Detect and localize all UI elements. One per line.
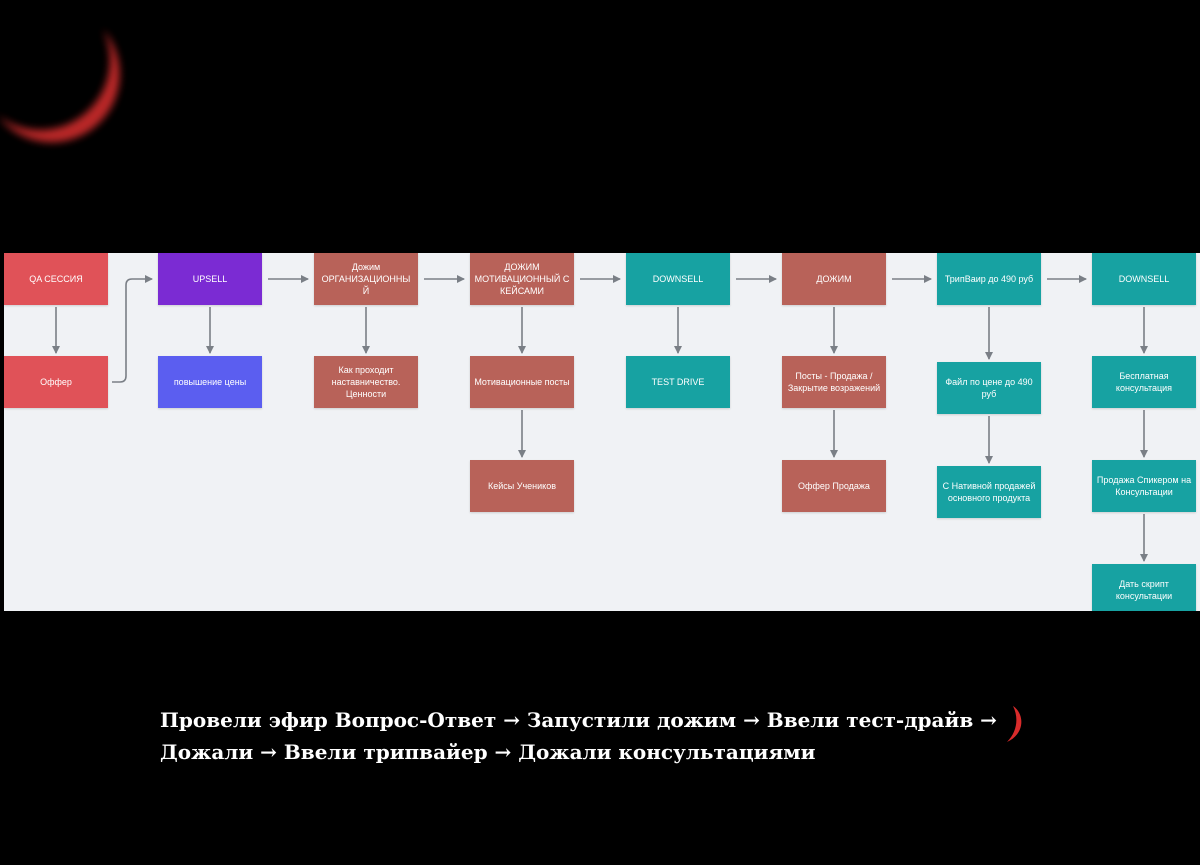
node-offer: Оффер xyxy=(4,356,108,408)
node-motiv-push: ДОЖИМ МОТИВАЦИОННЫЙ С КЕЙСАМИ xyxy=(470,253,574,305)
node-label: Продажа Спикером на Консультации xyxy=(1096,475,1192,497)
decorative-crescent-small xyxy=(1007,706,1022,742)
caption-line-1: Провели эфир Вопрос-Ответ → Запустили до… xyxy=(160,708,997,732)
node-label: ДОЖИМ xyxy=(816,274,852,284)
node-speaker-sale: Продажа Спикером на Консультации xyxy=(1092,460,1196,512)
node-motiv-posts: Мотивационные посты xyxy=(470,356,574,408)
node-student-cases: Кейсы Учеников xyxy=(470,460,574,512)
node-downsell-2: DOWNSELL xyxy=(1092,253,1196,305)
node-label: ТрипВаир до 490 руб xyxy=(944,274,1034,284)
node-file-490: Файл по цене до 490 руб xyxy=(937,362,1041,414)
node-label: повышение цены xyxy=(173,377,247,387)
node-label: DOWNSELL xyxy=(652,274,704,284)
node-qa-session: QA СЕССИЯ xyxy=(4,253,108,305)
node-label: TEST DRIVE xyxy=(651,377,705,387)
node-label: QA СЕССИЯ xyxy=(29,274,83,284)
node-label: Кейсы Учеников xyxy=(488,481,556,491)
node-label: Как проходит наставничество. Ценности xyxy=(331,365,401,399)
node-native-sale: С Нативной продажей основного продукта xyxy=(937,466,1041,518)
node-label: Оффер Продажа xyxy=(798,481,870,491)
node-org-push: Дожим ОРГАНИЗАЦИОННЫ Й xyxy=(314,253,418,305)
node-free-consult: Бесплатная консультация xyxy=(1092,356,1196,408)
node-label: Файл по цене до 490 руб xyxy=(945,377,1033,399)
node-label: DOWNSELL xyxy=(1118,274,1170,284)
flowchart-arrows xyxy=(52,275,1148,562)
node-label: Дожим ОРГАНИЗАЦИОННЫ Й xyxy=(321,262,411,296)
node-price-raise: повышение цены xyxy=(158,356,262,408)
funnel-flowchart: QA СЕССИЯ Оффер UPSELL повышение цены До… xyxy=(4,253,1200,611)
node-label: UPSELL xyxy=(192,274,228,284)
node-mentoring: Как проходит наставничество. Ценности xyxy=(314,356,418,408)
node-test-drive: TEST DRIVE xyxy=(626,356,730,408)
node-sales-posts: Посты - Продажа / Закрытие возражений xyxy=(782,356,886,408)
node-downsell-1: DOWNSELL xyxy=(626,253,730,305)
node-sales-offer: Оффер Продажа xyxy=(782,460,886,512)
node-label: Бесплатная консультация xyxy=(1115,371,1173,393)
node-label: С Нативной продажей основного продукта xyxy=(942,481,1036,503)
node-upsell: UPSELL xyxy=(158,253,262,305)
decorative-crescent xyxy=(0,0,121,141)
node-label: Дать скрипт консультации xyxy=(1115,579,1173,601)
node-tripwire: ТрипВаир до 490 руб xyxy=(937,253,1041,305)
node-label: ДОЖИМ МОТИВАЦИОННЫЙ С КЕЙСАМИ xyxy=(474,262,570,296)
subtitle-caption: Провели эфир Вопрос-Ответ → Запустили до… xyxy=(160,704,1060,768)
edge-arrow-offer-to-upsell xyxy=(112,275,153,383)
node-label: Мотивационные посты xyxy=(474,377,570,387)
caption-line-2: Дожали → Ввели трипвайер → Дожали консул… xyxy=(160,740,816,764)
node-label: Оффер xyxy=(40,377,72,387)
node-script: Дать скрипт консультации xyxy=(1092,564,1196,611)
node-push: ДОЖИМ xyxy=(782,253,886,305)
node-label: Посты - Продажа / Закрытие возражений xyxy=(787,371,881,393)
